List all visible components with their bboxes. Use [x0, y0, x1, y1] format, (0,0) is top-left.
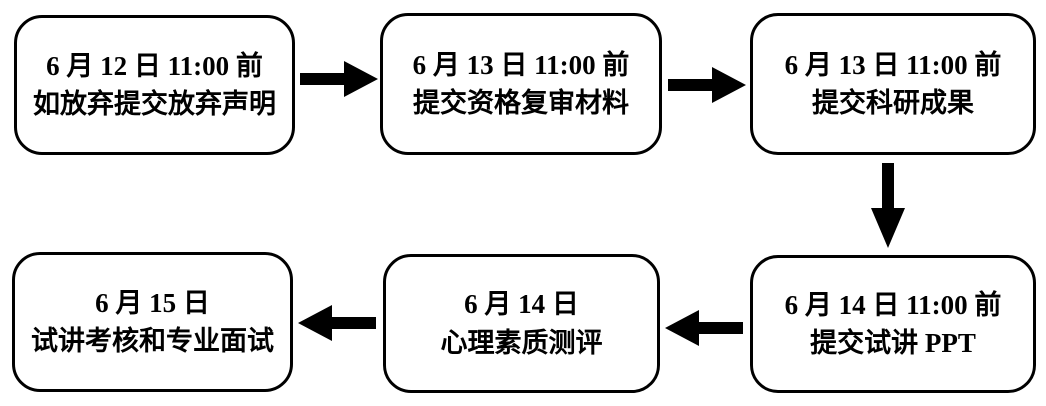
step-date: 6 月 15 日	[95, 287, 210, 318]
arrow-left-icon	[665, 310, 743, 346]
flow-step-5: 6 月 14 日 心理素质测评	[383, 254, 660, 393]
flow-step-3: 6 月 13 日 11:00 前 提交科研成果	[750, 13, 1036, 155]
step-date: 6 月 14 日 11:00 前	[784, 289, 1002, 320]
step-date: 6 月 12 日 11:00 前	[46, 50, 263, 81]
step-date: 6 月 14 日	[464, 289, 579, 320]
step-date: 6 月 13 日 11:00 前	[412, 49, 630, 80]
arrow-down-icon	[871, 163, 905, 248]
step-label: 如放弃提交放弃声明	[33, 89, 276, 119]
arrow-right-icon	[300, 61, 378, 97]
step-label: 心理素质测评	[440, 327, 603, 358]
flow-step-2: 6 月 13 日 11:00 前 提交资格复审材料	[380, 13, 662, 155]
flow-step-1: 6 月 12 日 11:00 前 如放弃提交放弃声明	[14, 15, 295, 155]
step-label: 提交科研成果	[812, 88, 974, 118]
step-date: 6 月 13 日 11:00 前	[784, 49, 1002, 80]
step-label: 试讲考核和专业面试	[31, 326, 274, 356]
step-label: 提交资格复审材料	[413, 88, 629, 118]
step-label: 提交试讲 PPT	[810, 328, 976, 358]
arrow-right-icon	[668, 67, 746, 103]
arrow-left-icon	[298, 305, 376, 341]
flow-step-4: 6 月 14 日 11:00 前 提交试讲 PPT	[750, 255, 1036, 393]
flow-step-6: 6 月 15 日 试讲考核和专业面试	[12, 252, 293, 392]
